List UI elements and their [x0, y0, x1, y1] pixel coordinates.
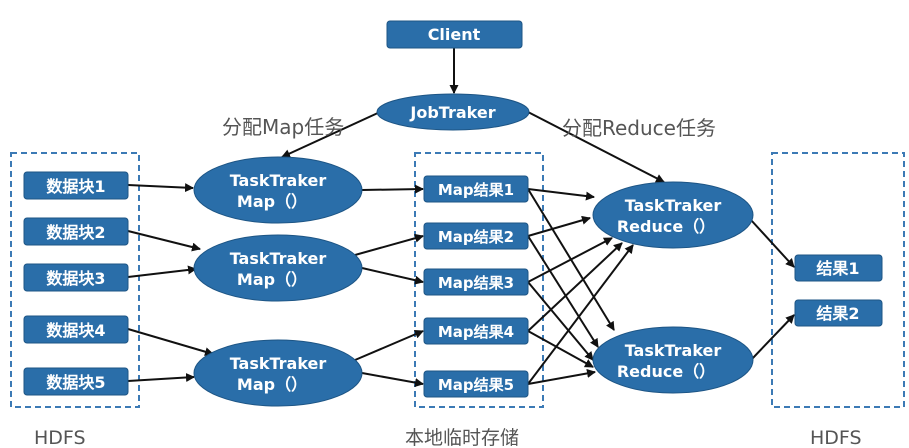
arrow-result4-to-reduce1: [527, 242, 623, 332]
result-1: 结果1: [794, 254, 883, 282]
arrow-block3-to-map2: [127, 265, 197, 278]
arrow-result3-to-reduce2: [527, 281, 594, 361]
arrow-result5-to-reduce1: [527, 244, 634, 385]
arrows-layer: [127, 48, 795, 388]
client-box: [386, 20, 523, 49]
reduce-tasktracker-1: TaskTraker Reduce（）: [592, 181, 754, 249]
map-tasktracker-title: TaskTraker: [230, 171, 327, 190]
data-block-label: 数据块3: [46, 269, 105, 288]
data-block-1: 数据块1: [23, 171, 129, 200]
map-result-4: Map结果4: [423, 317, 529, 345]
map-tasktracker-function: Map（）: [237, 192, 307, 211]
jobtracker-ellipse: [376, 93, 530, 131]
reduce-tasktracker-title: TaskTraker: [625, 196, 722, 215]
hdfs-right-label: HDFS: [810, 427, 862, 448]
result-label: 结果2: [815, 304, 859, 323]
reduce-tasktracker-title: TaskTraker: [625, 341, 722, 360]
map-result-label: Map结果4: [438, 323, 514, 341]
arrow-reduce1-to-result1: [750, 219, 795, 268]
hdfs-left-label: HDFS: [34, 427, 86, 448]
map-tasktracker-1: TaskTraker Map（）: [193, 156, 363, 224]
map-result-3: Map结果3: [423, 268, 529, 296]
data-block-label: 数据块4: [46, 321, 105, 340]
assign-map-label: 分配Map任务: [222, 115, 344, 139]
data-block-label: 数据块2: [46, 223, 105, 242]
map-tasktracker-3: TaskTraker Map（）: [193, 339, 363, 407]
arrow-reduce2-to-result2: [750, 314, 795, 361]
map-result-label: Map结果5: [438, 376, 514, 394]
map-tasktracker-title: TaskTraker: [230, 249, 327, 268]
arrow-result1-to-reduce1: [527, 188, 595, 201]
arrow-map3-to-result4: [354, 329, 424, 361]
arrow-block5-to-map3: [127, 372, 195, 382]
assign-reduce-label: 分配Reduce任务: [562, 116, 716, 140]
hdfs-input-group: [10, 152, 140, 408]
arrow-block2-to-map2: [127, 230, 201, 252]
arrow-block4-to-map3: [127, 328, 214, 357]
arrow-block1-to-map1: [127, 183, 194, 193]
data-block-4: 数据块4: [23, 315, 129, 344]
jobtracker-label: JobTraker: [409, 103, 495, 122]
map-result-label: Map结果1: [438, 181, 514, 199]
arrow-result5-to-reduce2: [527, 368, 596, 385]
arrow-result2-to-reduce1: [527, 215, 591, 237]
map-result-1: Map结果1: [423, 175, 529, 203]
map-result-label: Map结果2: [438, 228, 514, 246]
reduce-tasktracker-2: TaskTraker Reduce（）: [592, 326, 754, 394]
map-tasktracker-title: TaskTraker: [230, 354, 327, 373]
data-block-label: 数据块1: [46, 177, 105, 196]
data-block-3: 数据块3: [23, 263, 129, 292]
map-tasktracker-function: Map（）: [237, 375, 307, 394]
hdfs-output-group: [771, 152, 905, 408]
data-block-5: 数据块5: [23, 367, 129, 396]
reduce-tasktracker-function: Reduce（）: [617, 362, 715, 381]
result-label: 结果1: [815, 259, 859, 278]
arrow-result3-to-reduce1: [527, 237, 613, 283]
data-block-label: 数据块5: [46, 373, 105, 392]
map-tasktracker-function: Map（）: [237, 270, 307, 289]
map-result-5: Map结果5: [423, 370, 529, 398]
client-label: Client: [428, 25, 481, 44]
map-tasktracker-2: TaskTraker Map（）: [193, 234, 363, 302]
result-2: 结果2: [794, 299, 883, 327]
arrow-result2-to-reduce2: [527, 235, 599, 348]
map-result-label: Map结果3: [438, 274, 514, 292]
arrow-map3-to-result5: [361, 372, 424, 388]
arrow-map1-to-result1: [361, 184, 424, 194]
local-storage-label: 本地临时存储: [405, 427, 519, 448]
arrow-result4-to-reduce2: [527, 330, 594, 368]
arrow-jobtracker-to-reduce-tasktracker: [527, 111, 665, 183]
map-result-2: Map结果2: [423, 222, 529, 250]
local-storage-group: [414, 152, 544, 408]
arrow-jobtracker-to-map-tasktracker: [281, 111, 381, 158]
arrow-map2-to-result3: [361, 267, 424, 285]
data-block-2: 数据块2: [23, 217, 129, 246]
arrow-map2-to-result2: [354, 233, 424, 256]
reduce-tasktracker-function: Reduce（）: [617, 217, 715, 236]
